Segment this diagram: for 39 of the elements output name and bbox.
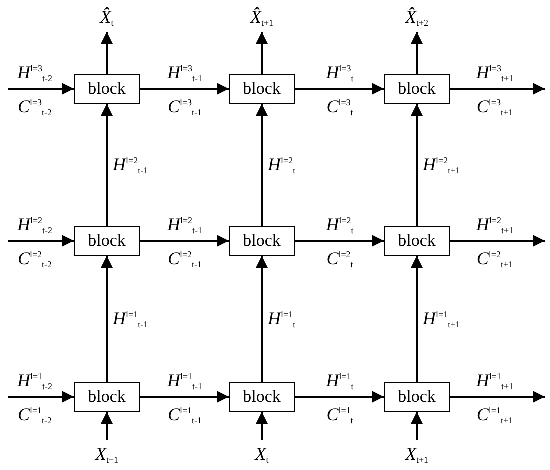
arrow bbox=[101, 104, 113, 226]
block-box: block bbox=[74, 226, 140, 256]
arrow bbox=[411, 104, 423, 226]
arrow bbox=[450, 83, 545, 95]
arrow bbox=[295, 391, 384, 403]
block-box: block bbox=[74, 382, 140, 412]
variable-label: X$_{t}$ bbox=[240, 440, 284, 468]
block-box: block bbox=[229, 226, 295, 256]
block-box: block bbox=[384, 226, 450, 256]
arrow bbox=[295, 83, 384, 95]
arrow bbox=[140, 235, 229, 247]
variable-label: X$_{t+1}$ bbox=[395, 440, 439, 468]
arrow bbox=[295, 235, 384, 247]
variable-label: X$_{t−1}$ bbox=[85, 440, 129, 468]
block-box: block bbox=[229, 74, 295, 104]
arrow bbox=[411, 256, 423, 382]
arrow bbox=[256, 412, 268, 440]
arrow bbox=[8, 83, 74, 95]
block-box: block bbox=[384, 74, 450, 104]
arrow bbox=[411, 32, 423, 74]
arrow bbox=[101, 32, 113, 74]
block-box: block bbox=[384, 382, 450, 412]
variable-label: X̂$_{t+2}$ bbox=[395, 2, 439, 32]
arrow bbox=[256, 104, 268, 226]
arrow bbox=[411, 412, 423, 440]
arrow bbox=[101, 412, 113, 440]
variable-label: X̂$_{t+1}$ bbox=[240, 2, 284, 32]
arrow bbox=[8, 391, 74, 403]
arrow bbox=[450, 391, 545, 403]
block-box: block bbox=[229, 382, 295, 412]
arrow bbox=[140, 391, 229, 403]
arrow bbox=[256, 32, 268, 74]
arrow bbox=[256, 256, 268, 382]
arrow bbox=[140, 83, 229, 95]
arrow bbox=[8, 235, 74, 247]
block-box: block bbox=[74, 74, 140, 104]
variable-label: X̂$_{t}$ bbox=[85, 2, 129, 32]
arrow bbox=[450, 235, 545, 247]
arrow bbox=[101, 256, 113, 382]
